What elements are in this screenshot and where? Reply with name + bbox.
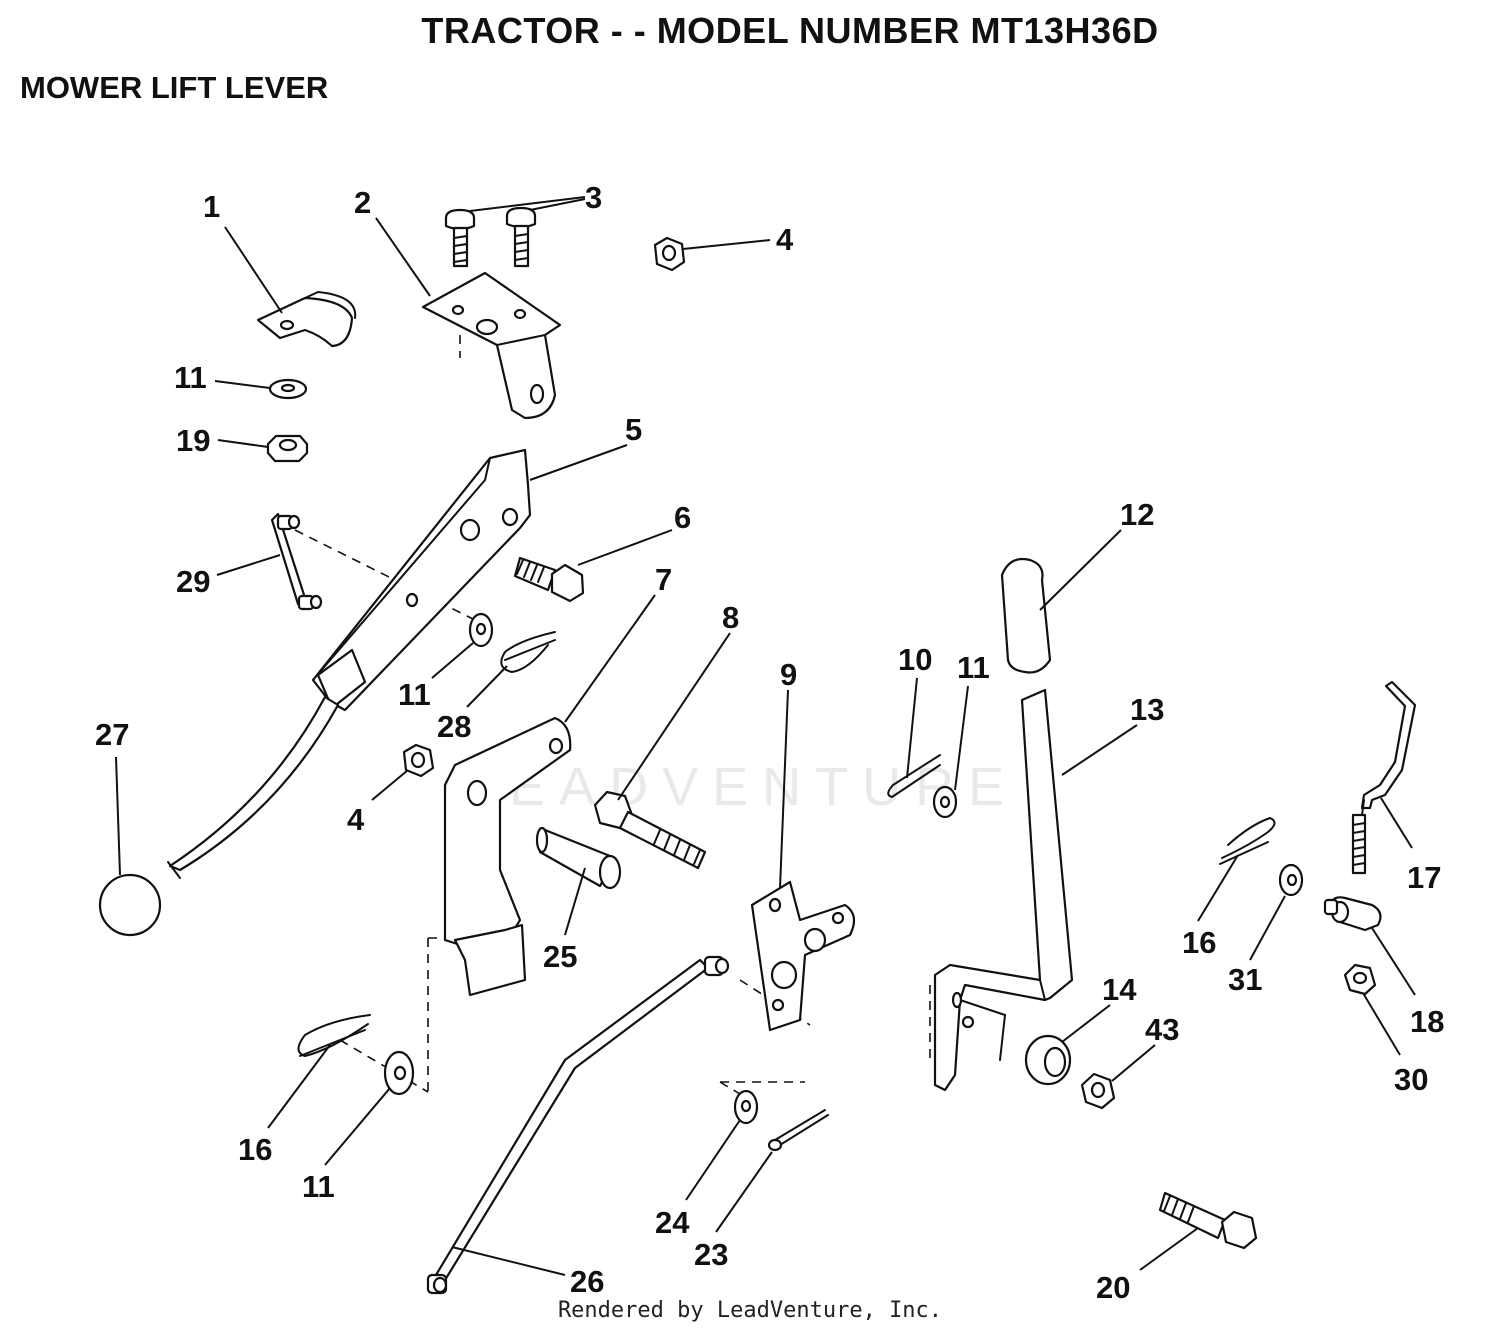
part-20-bolt[interactable] (1158, 1191, 1258, 1250)
callout-12: 12 (1120, 497, 1154, 532)
callout-numbers: 1 2 3 4 11 19 5 6 29 7 8 11 28 27 4 9 10… (95, 180, 1444, 1305)
part-2-bracket[interactable] (421, 271, 562, 420)
callout-13: 13 (1130, 692, 1164, 727)
callout-9: 9 (780, 657, 797, 692)
callout-31: 31 (1228, 962, 1262, 997)
part-14-bushing[interactable] (1024, 1034, 1072, 1086)
callout-23: 23 (694, 1237, 728, 1272)
callout-28: 28 (437, 709, 471, 744)
callout-27: 27 (95, 717, 129, 752)
callout-6: 6 (674, 500, 691, 535)
part-16-hairpin-right[interactable] (1219, 816, 1276, 865)
part-43-nut[interactable] (1080, 1072, 1116, 1110)
callout-17: 17 (1407, 860, 1441, 895)
part-6-bolt[interactable] (513, 556, 585, 603)
callout-4-middle: 4 (347, 802, 365, 837)
leader-lines (115, 196, 1416, 1276)
part-7-bracket-plate[interactable] (443, 716, 572, 997)
part-11-washer-middle[interactable] (468, 612, 494, 648)
callout-2: 2 (354, 185, 371, 220)
callout-16-right: 16 (1182, 925, 1216, 960)
watermark-text: LEADVENTURE (465, 757, 1018, 817)
callout-10: 10 (898, 642, 932, 677)
part-3-bolts[interactable] (444, 206, 537, 268)
part-26-lift-rod[interactable] (426, 955, 730, 1295)
callout-30: 30 (1394, 1062, 1428, 1097)
part-27-rod-knob[interactable] (98, 695, 340, 937)
callout-29: 29 (176, 564, 210, 599)
callout-1: 1 (203, 189, 220, 224)
callout-3: 3 (585, 180, 602, 215)
callout-16-left: 16 (238, 1132, 272, 1167)
part-23-cotter-pin[interactable] (767, 1109, 829, 1152)
part-12-grip[interactable] (1000, 557, 1052, 674)
callout-20: 20 (1096, 1270, 1130, 1305)
part-4-nut-top[interactable] (653, 236, 686, 272)
callout-8: 8 (722, 600, 739, 635)
part-29-link[interactable] (270, 512, 323, 611)
part-4-nut-middle[interactable] (402, 743, 435, 778)
callout-11-top: 11 (174, 360, 207, 395)
callout-24: 24 (655, 1205, 690, 1240)
callout-19: 19 (176, 423, 210, 458)
part-9-pivot-plate[interactable] (750, 880, 856, 1032)
part-30-nut[interactable] (1343, 963, 1377, 996)
part-11-washer-lower[interactable] (383, 1050, 415, 1096)
part-1-clip[interactable] (256, 290, 357, 348)
part-11-washer-right[interactable] (932, 785, 958, 819)
part-31-washer[interactable] (1278, 863, 1304, 897)
callout-14: 14 (1102, 972, 1137, 1007)
part-5-lift-arm[interactable] (311, 448, 532, 712)
callout-11-lower: 11 (302, 1169, 335, 1204)
callout-25: 25 (543, 939, 577, 974)
page-title: TRACTOR - - MODEL NUMBER MT13H36D (421, 10, 1159, 51)
section-title: MOWER LIFT LEVER (20, 70, 329, 105)
callout-18: 18 (1410, 1004, 1444, 1039)
callout-11-right: 11 (957, 650, 990, 685)
callout-7: 7 (655, 562, 672, 597)
part-10-cotter-pin[interactable] (887, 754, 941, 799)
part-13-lever[interactable] (933, 688, 1074, 1092)
part-17-rod[interactable] (1351, 680, 1417, 875)
part-25-spacer[interactable] (535, 826, 622, 890)
part-24-washer[interactable] (733, 1089, 759, 1125)
part-11-washer-top[interactable] (268, 378, 308, 400)
part-18-ferrule[interactable] (1323, 896, 1382, 932)
callout-4-top: 4 (776, 222, 794, 257)
part-28-hairpin[interactable] (500, 631, 556, 674)
part-8-bolt[interactable] (593, 790, 707, 870)
callout-26: 26 (570, 1264, 604, 1299)
part-16-hairpin-left[interactable] (297, 1014, 371, 1058)
callout-5: 5 (625, 412, 642, 447)
part-19-nut[interactable] (266, 434, 309, 463)
footer-credit: Rendered by LeadVenture, Inc. (557, 1298, 943, 1323)
callout-43: 43 (1145, 1012, 1179, 1047)
callout-11-middle: 11 (398, 677, 431, 712)
